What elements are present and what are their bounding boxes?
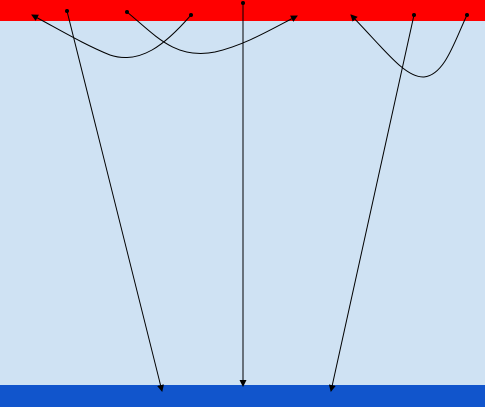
- straight-arrow-3-start-dot: [412, 13, 416, 17]
- bottom-band: [0, 385, 485, 407]
- curved-arrow-2: [126, 11, 298, 54]
- curved-arrow-2-start-dot: [125, 10, 129, 14]
- straight-arrow-3: [328, 14, 415, 392]
- straight-arrow-1-start-dot: [65, 9, 69, 13]
- straight-arrow-2-start-dot: [241, 1, 245, 5]
- curved-arrow-1-start-dot: [189, 13, 193, 17]
- curved-arrow-3-start-dot: [465, 13, 469, 17]
- curved-arrow-1: [31, 14, 192, 59]
- curved-arrow-3: [350, 14, 468, 78]
- straight-arrow-1: [66, 10, 164, 392]
